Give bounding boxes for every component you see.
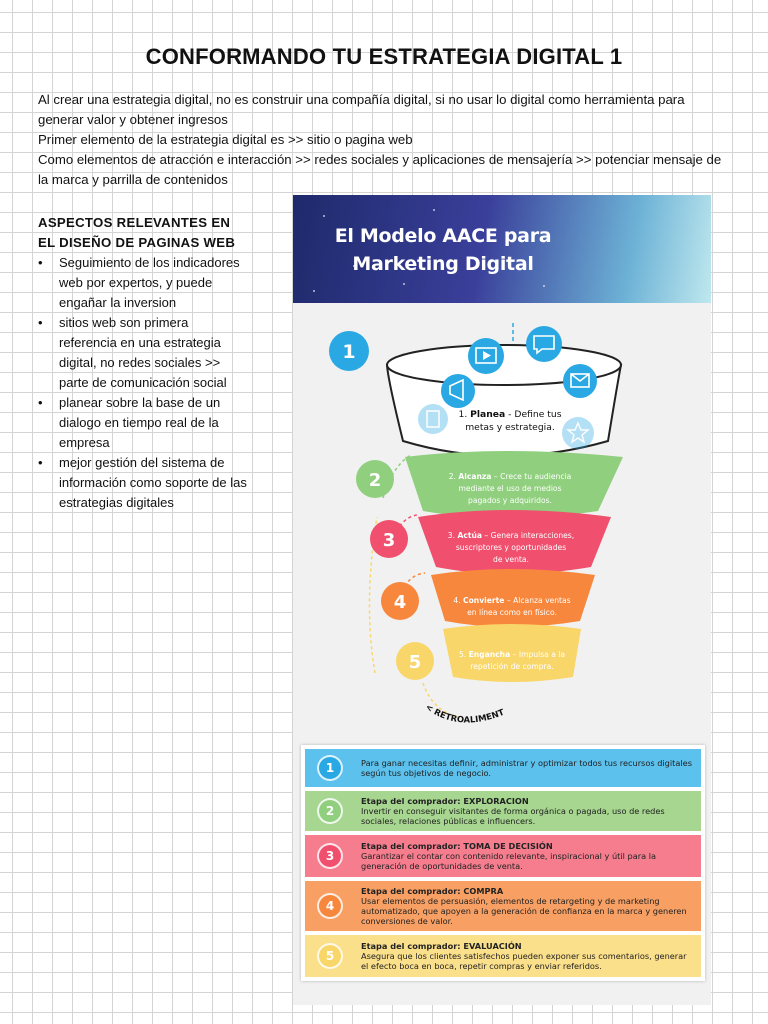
stage-badge-3: 3 — [370, 520, 408, 558]
row-heading: Etapa del comprador: EXPLORACION — [361, 796, 529, 806]
row-number: 5 — [317, 943, 343, 969]
stage-badge-2: 2 — [356, 460, 394, 498]
chat-icon — [526, 326, 562, 362]
stage-1-name: Planea — [470, 409, 505, 420]
stage-4-text-2: en línea como en físico. — [467, 608, 557, 617]
intro-paragraph-1: Al crear una estrategia digital, no es c… — [38, 92, 685, 127]
stage-2-text: 2. Alcanza – Crece tu audiencia — [449, 472, 572, 481]
stage-table: 1 Para ganar necesitas definir, administ… — [301, 745, 705, 981]
row-number: 1 — [317, 755, 343, 781]
row-text: Para ganar necesitas definir, administra… — [361, 758, 692, 778]
star-icon — [562, 417, 594, 449]
funnel-stage-4: 4. Convierte – Alcanza ventas en línea c… — [431, 569, 595, 627]
aspects-heading-line-1: ASPECTOS RELEVANTES EN — [38, 215, 231, 230]
page-title: CONFORMANDO TU ESTRATEGIA DIGITAL 1 — [145, 44, 623, 69]
stage-badge-5: 5 — [396, 642, 434, 680]
row-heading: Etapa del comprador: EVALUACIÓN — [361, 941, 522, 951]
list-item: • sitios web son primera referencia en un… — [38, 313, 249, 393]
list-item-text: planear sobre la base de un dialogo en t… — [59, 395, 221, 450]
stage-2-text-3: pagados y adquiridos. — [468, 496, 552, 505]
svg-text:3: 3 — [383, 530, 396, 551]
stage-badge-4: 4 — [381, 582, 419, 620]
svg-text:4: 4 — [394, 592, 407, 613]
bullet: • — [38, 315, 43, 330]
aspects-heading: ASPECTOS RELEVANTES EN EL DISEÑO DE PAGI… — [38, 213, 278, 253]
aspects-list: • Seguimiento de los indicadores web por … — [38, 253, 278, 513]
stage-2-text-2: mediante el uso de medios — [458, 484, 561, 493]
row-text: Asegura que los clientes satisfechos pue… — [361, 951, 687, 971]
funnel-diagram: 1. Planea - Define tus metas y estrategi… — [293, 303, 623, 726]
megaphone-icon — [441, 374, 475, 408]
svg-text:1. Planea - Define tus: 1. Planea - Define tus — [458, 409, 561, 420]
bullet: • — [38, 255, 43, 270]
video-icon — [468, 338, 504, 374]
row-text: Garantizar el contar con contenido relev… — [361, 851, 657, 871]
stage-5-text-2: repetición de compra. — [470, 662, 554, 671]
row-heading: Etapa del comprador: COMPRA — [361, 886, 504, 896]
mail-icon — [563, 364, 597, 398]
row-text: Invertir en conseguir visitantes de form… — [361, 806, 665, 826]
svg-text:1: 1 — [342, 341, 355, 363]
funnel-stage-5: 5. Engancha – Impulsa a la repetición de… — [443, 624, 581, 682]
stage-3-text: 3. Actúa – Genera interacciones, — [448, 531, 574, 540]
list-item: • planear sobre la base de un dialogo en … — [38, 393, 249, 453]
bullet: • — [38, 455, 43, 470]
aspects-heading-line-2: EL DISEÑO DE PAGINAS WEB — [38, 235, 236, 250]
stage-1-text: Define tus — [514, 409, 561, 420]
row-number: 3 — [317, 843, 343, 869]
row-heading: Etapa del comprador: TOMA DE DECISIÓN — [361, 841, 553, 851]
svg-text:2: 2 — [369, 470, 382, 491]
funnel-stage-2: 2. Alcanza – Crece tu audiencia mediante… — [405, 451, 623, 518]
list-item: • mejor gestión del sistema de informació… — [38, 453, 249, 513]
stage-3-text-2: suscriptores y oportunidades — [456, 543, 566, 552]
list-item-text: sitios web son primera referencia en una… — [59, 315, 227, 390]
table-row: 1 Para ganar necesitas definir, administ… — [305, 749, 701, 787]
stage-1-number: 1 — [458, 409, 464, 420]
list-item-text: mejor gestión del sistema de información… — [59, 455, 247, 510]
list-item-text: Seguimiento de los indicadores web por e… — [59, 255, 240, 310]
intro-paragraph-3: Como elementos de atracción e interacció… — [38, 152, 722, 187]
stage-3-text-3: de venta. — [493, 555, 529, 564]
funnel-stage-1: 1. Planea - Define tus metas y estrategi… — [385, 326, 623, 457]
aace-infographic: El Modelo AACE para Marketing Digital — [293, 195, 711, 1005]
document-icon — [418, 404, 448, 434]
intro-paragraph-2: Primer elemento de la estrategia digital… — [38, 132, 413, 147]
list-item: • Seguimiento de los indicadores web por … — [38, 253, 249, 313]
stage-badge-1: 1 — [329, 331, 369, 371]
row-number: 2 — [317, 798, 343, 824]
infographic-title-line-2: Marketing Digital — [352, 253, 534, 275]
row-number: 4 — [317, 893, 343, 919]
svg-text:5: 5 — [409, 652, 422, 673]
infographic-title-line-1: El Modelo AACE para — [334, 225, 552, 247]
stage-1-text-2: metas y estrategia. — [465, 422, 555, 433]
infographic-banner: El Modelo AACE para Marketing Digital — [293, 195, 711, 303]
intro-text: Al crear una estrategia digital, no es c… — [38, 90, 728, 190]
stage-4-text: 4. Convierte – Alcanza ventas — [453, 596, 570, 605]
aspects-section: ASPECTOS RELEVANTES EN EL DISEÑO DE PAGI… — [38, 213, 278, 513]
funnel-stage-3: 3. Actúa – Genera interacciones, suscrip… — [418, 510, 611, 574]
row-text: Usar elementos de persuasión, elementos … — [361, 896, 687, 926]
bullet: • — [38, 395, 43, 410]
stage-5-text: 5. Engancha – Impulsa a la — [459, 650, 565, 659]
